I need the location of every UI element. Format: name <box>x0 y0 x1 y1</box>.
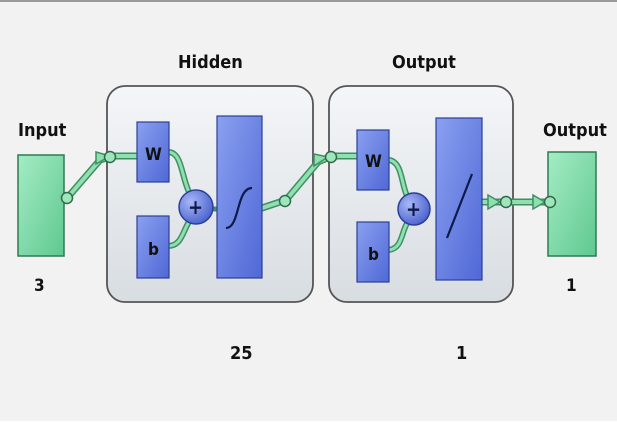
arrow-icon <box>487 193 502 211</box>
input-label: Input <box>18 120 67 141</box>
arrow-icon <box>532 193 547 211</box>
input-box <box>17 154 65 257</box>
sigmoid-icon <box>225 186 253 230</box>
hidden-sum-node <box>178 189 214 225</box>
output-layer-title: Output <box>392 52 456 73</box>
output-box <box>547 151 597 257</box>
output-bias-block <box>356 221 390 283</box>
output-transfer-block <box>435 117 483 281</box>
arrow-icon <box>313 153 330 168</box>
hidden-weight-label: W <box>145 145 162 165</box>
linear-icon <box>445 173 474 239</box>
connector-dots <box>60 150 557 209</box>
hidden-sum-symbol: + <box>188 195 203 219</box>
connector-dot <box>278 194 292 208</box>
hidden-bias-block <box>136 215 170 279</box>
output-weight-block <box>356 129 390 191</box>
connector-dot <box>543 195 557 209</box>
hidden-weight-block <box>136 121 170 183</box>
connector-dot <box>60 191 74 205</box>
output-sum-symbol: + <box>406 197 421 221</box>
output-size: 1 <box>566 276 577 296</box>
output-layer-size: 1 <box>456 343 467 364</box>
hidden-layer-title: Hidden <box>178 52 243 73</box>
input-size: 3 <box>34 276 45 296</box>
output-bias-label: b <box>368 245 379 265</box>
hidden-transfer-block <box>216 115 263 279</box>
output-weight-label: W <box>365 152 382 172</box>
output-label: Output <box>543 120 607 141</box>
hidden-layer-size: 25 <box>230 343 253 364</box>
output-sum-node <box>397 192 431 226</box>
connector-dot <box>499 195 513 209</box>
connector-dot <box>324 150 338 164</box>
connector-dot <box>103 150 117 164</box>
hidden-bias-label: b <box>148 240 159 260</box>
